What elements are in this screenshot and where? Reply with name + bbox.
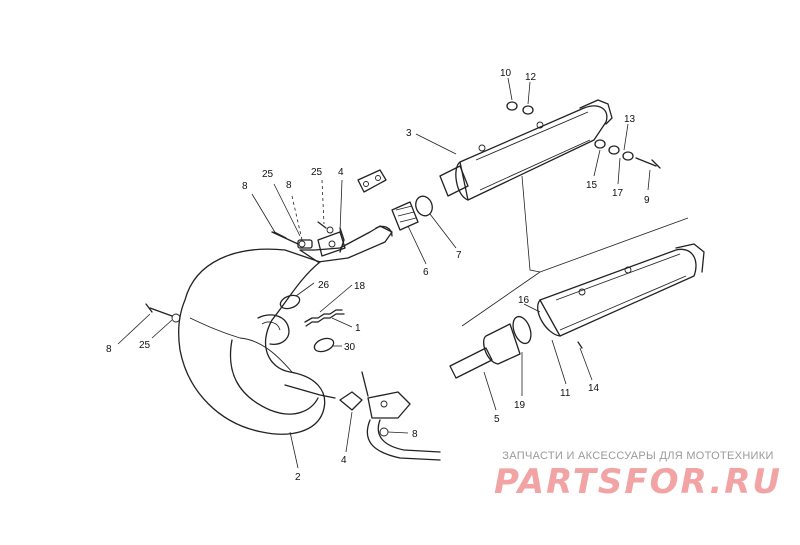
silencer-upper	[439, 99, 613, 201]
alternate-version-lines	[461, 175, 689, 327]
connector-and-gasket	[391, 195, 433, 231]
callout-11: 11	[560, 388, 571, 399]
callout-16: 16	[518, 295, 530, 306]
callout-1: 1	[355, 323, 361, 334]
callout-5: 5	[494, 414, 500, 425]
callout-6: 6	[423, 267, 429, 278]
callout-25-left: 25	[139, 340, 151, 351]
springs-and-gaskets	[279, 294, 345, 353]
callout-9: 9	[644, 195, 650, 206]
callout-8-top-center: 8	[286, 180, 292, 191]
exhaust-clamp-bracket	[357, 169, 387, 193]
callout-8-bottom: 8	[412, 429, 418, 440]
callout-10: 10	[500, 68, 512, 79]
callout-7: 7	[456, 250, 462, 261]
callout-19: 19	[514, 400, 526, 411]
leader-lines	[117, 77, 651, 469]
silencer-hardware	[506, 101, 661, 169]
callout-numbers: 10 12 3 13 15 17 9 25 8 8 25 4 6 7 26 18…	[106, 68, 650, 483]
callout-18: 18	[354, 281, 366, 292]
callout-14: 14	[588, 383, 600, 394]
left-bolt-washer	[145, 303, 181, 323]
expansion-chamber-pipe	[178, 225, 393, 435]
callout-12: 12	[525, 72, 537, 83]
callout-30: 30	[344, 342, 356, 353]
watermark-tagline: ЗАПЧАСТИ И АКСЕССУАРЫ ДЛЯ МОТОТЕХНИКИ	[502, 450, 774, 462]
callout-25-top-center: 25	[311, 167, 323, 178]
callout-26: 26	[318, 280, 330, 291]
callout-25-top-left: 25	[262, 169, 274, 180]
callout-8-left: 8	[106, 344, 112, 355]
callout-8-top-left: 8	[242, 181, 248, 192]
watermark-logo: PARTSFOR.RU	[493, 462, 783, 502]
callout-17: 17	[612, 188, 624, 199]
silencer-lower	[449, 243, 705, 379]
callout-2: 2	[295, 472, 301, 483]
callout-3: 3	[406, 128, 412, 139]
upper-hardware	[273, 221, 345, 253]
callout-15: 15	[586, 180, 598, 191]
upper-mount-bracket	[271, 231, 346, 257]
callout-4-top: 4	[338, 167, 344, 178]
lower-mount-bracket	[339, 371, 441, 461]
callout-13: 13	[624, 114, 636, 125]
watermark: ЗАПЧАСТИ И АКСЕССУАРЫ ДЛЯ МОТОТЕХНИКИ PA…	[488, 450, 788, 500]
callout-4-bottom: 4	[341, 455, 347, 466]
